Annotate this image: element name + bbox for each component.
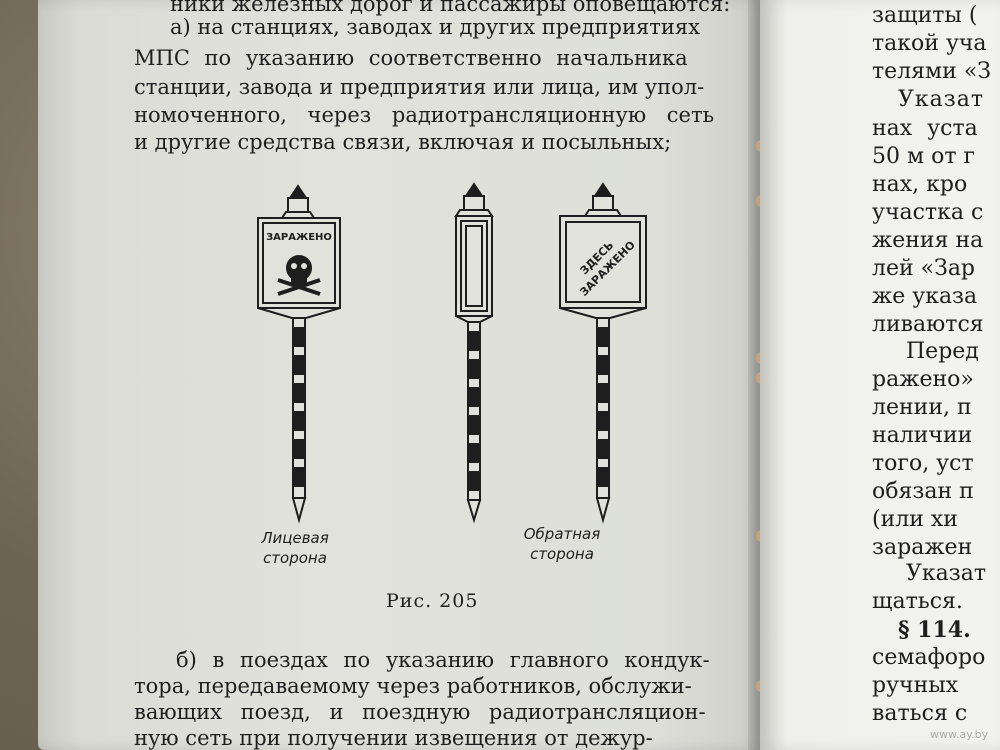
- right-line-25: ручных: [872, 673, 959, 698]
- right-line-14: ражено»: [872, 367, 974, 392]
- right-line-7: нах, кро: [872, 172, 968, 197]
- right-line-17: того, уст: [872, 451, 974, 476]
- text-line-9: вающих поезд, и поездную радиотрансляцио…: [134, 700, 706, 724]
- right-line-9: жения на: [872, 228, 984, 253]
- right-line-13: Перед: [906, 339, 979, 364]
- left-book-page: ники железных дорог и пассажиры оповещаю…: [38, 0, 760, 750]
- label-front-side: Лицевая сторона: [250, 528, 340, 568]
- figure-caption: Рис. 205: [386, 590, 479, 612]
- label-back-side: Обратная сторона: [512, 524, 612, 564]
- right-line-15: лении, п: [872, 395, 972, 420]
- label-front-line1: Лицевая: [261, 529, 329, 547]
- sign-front-side: [257, 184, 341, 524]
- right-book-page: защиты ( такой уча телями «З Указат нах …: [760, 0, 1000, 750]
- right-line-26: ваться с: [872, 701, 968, 726]
- sign-back-side: [559, 182, 647, 524]
- text-line-1: ники железных дорог и пассажиры оповещаю…: [170, 0, 731, 16]
- text-line-4: станции, завода и предприятия или лица, …: [134, 75, 705, 99]
- sign-front-face-text: ЗАРАЖЕНО: [266, 232, 332, 243]
- right-line-19: (или хи: [872, 507, 958, 532]
- right-line-8: участка с: [872, 200, 984, 225]
- right-line-23: § 114.: [898, 617, 971, 643]
- right-line-11: же указа: [872, 284, 978, 309]
- text-line-8: тора, передаваемому через работников, об…: [134, 674, 692, 698]
- label-back-line1: Обратная: [523, 525, 601, 543]
- right-line-18: обязан п: [872, 479, 974, 504]
- text-line-5: номоченного, через радиотрансляционную с…: [134, 103, 715, 127]
- right-line-1: защиты (: [872, 3, 978, 28]
- text-line-7: б) в поездах по указанию главного кондук…: [176, 648, 710, 672]
- right-line-20: заражен: [872, 535, 973, 560]
- right-line-12: ливаются: [872, 312, 984, 337]
- right-line-21: Указат: [906, 561, 987, 586]
- right-line-10: лей «Зар: [872, 256, 976, 281]
- label-front-line2: сторона: [263, 549, 327, 567]
- right-line-2: такой уча: [872, 31, 987, 56]
- right-line-3: телями «З: [872, 59, 991, 84]
- right-line-6: 50 м от г: [872, 144, 976, 169]
- watermark: www.ay.by: [930, 728, 989, 741]
- right-line-24: семафоро: [872, 645, 986, 670]
- sign-side-view: [454, 182, 494, 524]
- right-line-5: нах уста: [872, 116, 978, 141]
- figure-205-warning-signs: ЗАРАЖЕНО: [257, 182, 647, 524]
- text-line-2: а) на станциях, заводах и других предпри…: [170, 15, 700, 39]
- text-line-10: ную сеть при получении извещения от дежу…: [134, 726, 653, 750]
- right-line-22: щаться.: [872, 589, 963, 614]
- text-line-3: МПС по указанию соответственно начальник…: [134, 46, 688, 70]
- right-line-16: наличии: [872, 423, 973, 448]
- label-back-line2: сторона: [530, 545, 594, 563]
- text-line-6: и другие средства связи, включая и посыл…: [134, 130, 672, 154]
- right-line-4: Указат: [898, 87, 985, 112]
